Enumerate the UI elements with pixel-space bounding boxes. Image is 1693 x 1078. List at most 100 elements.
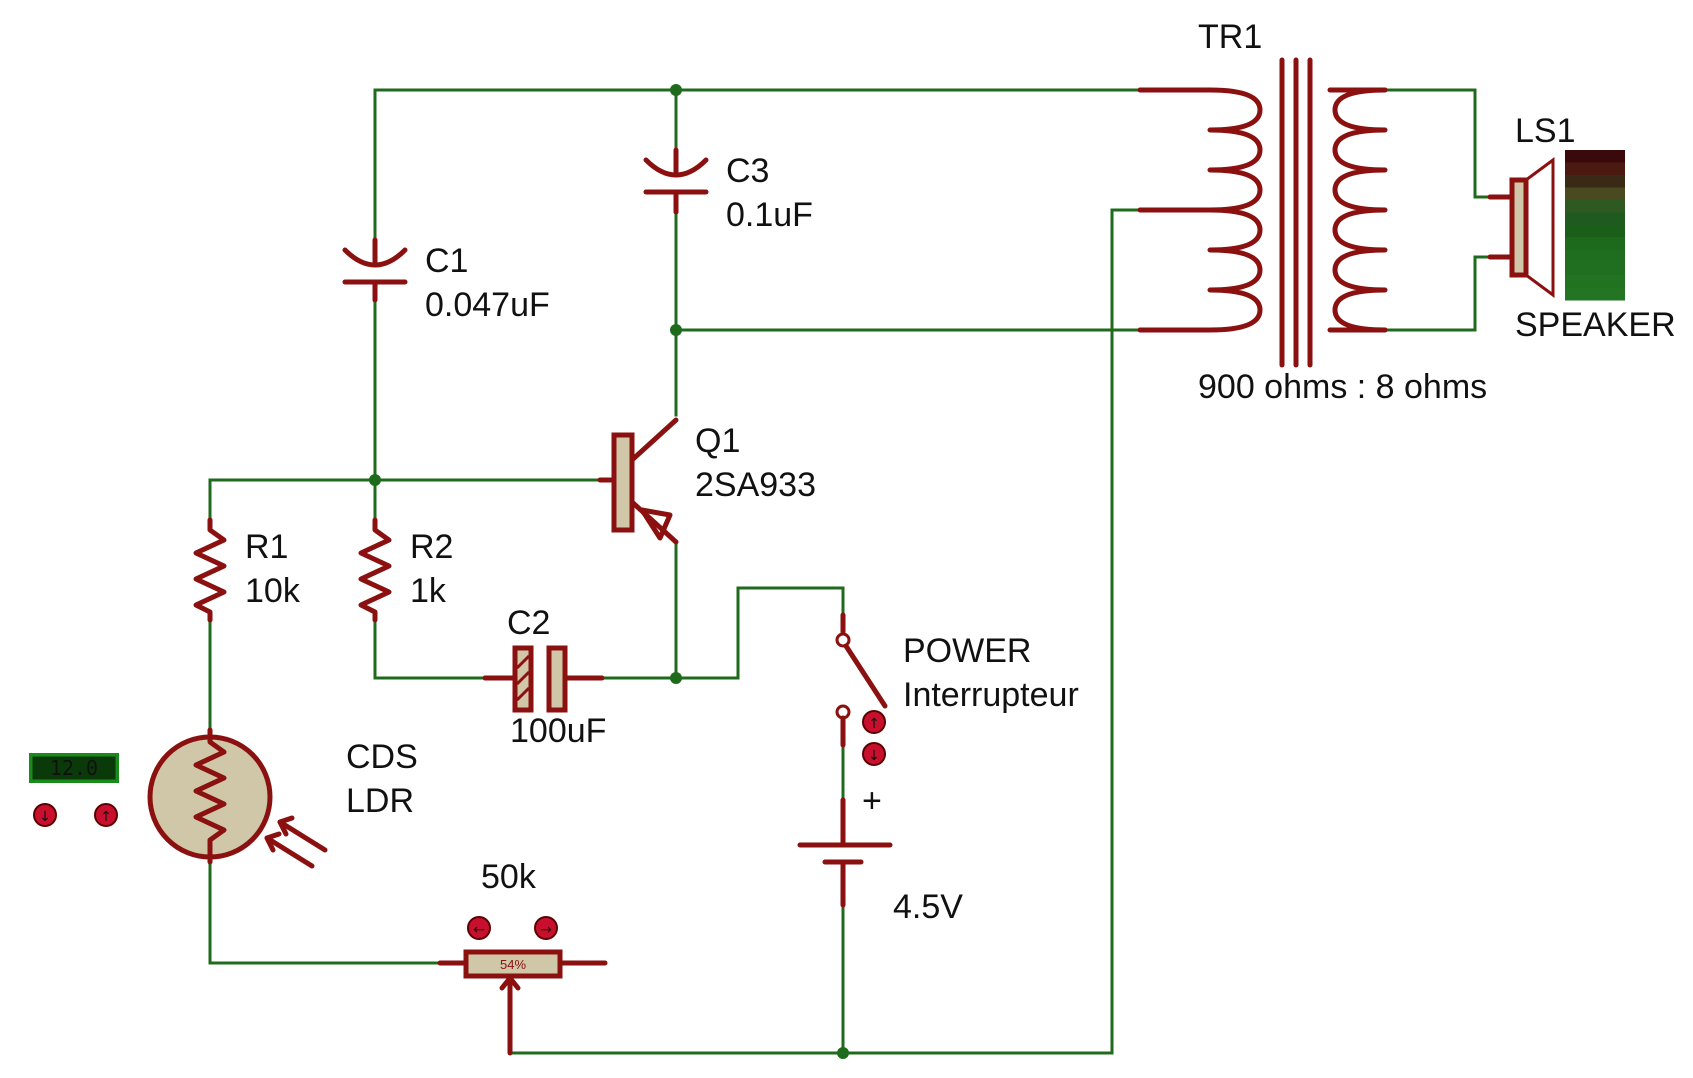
battery-plus-label: +	[862, 782, 882, 820]
r1-ref-label: R1	[245, 528, 288, 566]
switch-ref-label: POWER	[903, 632, 1031, 670]
q1-collector-leg	[629, 417, 679, 463]
ldr-zigzag	[193, 727, 227, 865]
arrow-down-icon: ↓	[39, 809, 51, 825]
speaker-level-bar	[1565, 187, 1625, 201]
switch-lever	[843, 643, 888, 709]
speaker-level-meter	[1565, 150, 1625, 301]
pot-body	[463, 949, 563, 979]
wire-r2-c2	[373, 616, 487, 680]
switch-open-button[interactable]: ↑	[862, 710, 886, 734]
junction-emitter	[670, 672, 682, 684]
q1-emitter-leg	[629, 499, 679, 545]
tr1-secondary-coil	[1332, 87, 1388, 333]
q1-ref-label: Q1	[695, 422, 740, 460]
speaker-ls1[interactable]: LS1 SPEAKER	[1487, 112, 1676, 344]
c2-hatch-2	[515, 670, 531, 686]
power-switch[interactable]: POWER Interrupteur	[835, 612, 1079, 748]
arrow-left-icon: ←	[473, 922, 485, 938]
arrow-up-icon: ↑	[100, 809, 112, 825]
tr1-primary-coil	[1207, 87, 1263, 333]
switch-value-label: Interrupteur	[903, 676, 1079, 714]
r1-zigzag	[193, 517, 227, 623]
speaker-level-bar	[1565, 150, 1625, 163]
resistor-r2[interactable]: R2 1k	[358, 517, 453, 623]
ldr-cds[interactable]: CDS LDR	[147, 727, 418, 869]
ldr-light-readout: 12.0	[27, 751, 121, 785]
pot-decrease-button-body	[467, 916, 491, 940]
ldr-readout-screen	[31, 755, 117, 781]
ldr-decrease-button-body	[33, 803, 57, 827]
q1-value-label: 2SA933	[695, 466, 816, 504]
r2-ref-label: R2	[410, 528, 453, 566]
wire-ground-rail	[508, 208, 1142, 1055]
c2-ref-label: C2	[507, 604, 550, 642]
resistor-r1[interactable]: R1 10k	[193, 517, 301, 623]
c3-value-label: 0.1uF	[726, 196, 813, 234]
c3-ref-label: C3	[726, 152, 769, 190]
ldr-light-arrow-2	[264, 835, 315, 869]
tr1-ref-label: TR1	[1198, 18, 1262, 56]
pot-increase-button-body	[534, 916, 558, 940]
wires	[208, 88, 1514, 1055]
ls1-cone	[1524, 157, 1555, 298]
speaker-level-bar	[1565, 287, 1625, 301]
arrow-up-icon: ↑	[868, 716, 880, 732]
r2-zigzag	[358, 517, 392, 623]
junction-base	[369, 474, 381, 486]
switch-open-button-body	[862, 710, 886, 734]
pot-percent-label: 54%	[500, 957, 526, 972]
transformer-tr1[interactable]: TR1 900 ohms : 8 ohms	[1137, 18, 1487, 406]
c1-curved-plate	[342, 247, 408, 268]
pot-wiper-arrow	[499, 975, 521, 991]
transistor-q1[interactable]: Q1 2SA933	[597, 417, 816, 545]
pot-increase-button[interactable]: →	[534, 916, 558, 940]
ls1-value-label: SPEAKER	[1515, 306, 1676, 344]
wire-secondary-top	[1328, 88, 1514, 199]
pot-value-label: 50k	[481, 858, 537, 896]
capacitor-c3[interactable]: C3 0.1uF	[643, 147, 813, 234]
ldr-readout-value: 12.0	[50, 756, 98, 780]
speaker-level-bar	[1565, 212, 1625, 226]
ldr-light-arrow-2-head	[264, 831, 282, 853]
speaker-level-bar	[1565, 225, 1625, 238]
ldr-decrease-button[interactable]: ↓	[33, 803, 57, 827]
battery[interactable]: + 4.5V	[797, 782, 963, 926]
junctions	[369, 84, 849, 1059]
c2-value-label: 100uF	[510, 712, 606, 750]
speaker-level-bar	[1565, 237, 1625, 251]
speaker-level-bar	[1565, 250, 1625, 263]
junction-top-c3	[670, 84, 682, 96]
r1-value-label: 10k	[245, 572, 301, 610]
speaker-level-bar	[1565, 175, 1625, 188]
battery-value-label: 4.5V	[893, 888, 963, 926]
wire-ldr-pot	[208, 858, 442, 965]
ldr-increase-button-body	[94, 803, 118, 827]
pot-decrease-button[interactable]: ←	[467, 916, 491, 940]
switch-contact-top	[835, 632, 851, 648]
potentiometer-50k[interactable]: 54% 50k	[437, 858, 608, 1056]
junction-collector	[670, 324, 682, 336]
ldr-value-label: LDR	[346, 782, 414, 820]
tr1-value-label: 900 ohms : 8 ohms	[1198, 368, 1487, 406]
q1-emitter-arrow	[639, 507, 673, 541]
speaker-level-bar	[1565, 200, 1625, 213]
c3-curved-plate	[643, 157, 709, 178]
arrow-right-icon: →	[540, 922, 552, 938]
ldr-light-arrow-1-head	[277, 815, 295, 837]
c2-hatch-3	[515, 686, 531, 702]
capacitor-c1[interactable]: C1 0.047uF	[342, 237, 550, 324]
c1-ref-label: C1	[425, 242, 468, 280]
speaker-level-bar	[1565, 275, 1625, 288]
speaker-level-bar	[1565, 262, 1625, 276]
c1-value-label: 0.047uF	[425, 286, 550, 324]
q1-base-bar	[611, 432, 635, 533]
capacitor-c2[interactable]: C2 100uF	[482, 604, 606, 750]
switch-close-button-body	[862, 742, 886, 766]
wire-emitter-switch	[674, 586, 845, 680]
switch-close-button[interactable]: ↓	[862, 742, 886, 766]
c2-negative-plate	[546, 645, 568, 713]
ldr-increase-button[interactable]: ↑	[94, 803, 118, 827]
speaker-level-bar	[1565, 162, 1625, 176]
